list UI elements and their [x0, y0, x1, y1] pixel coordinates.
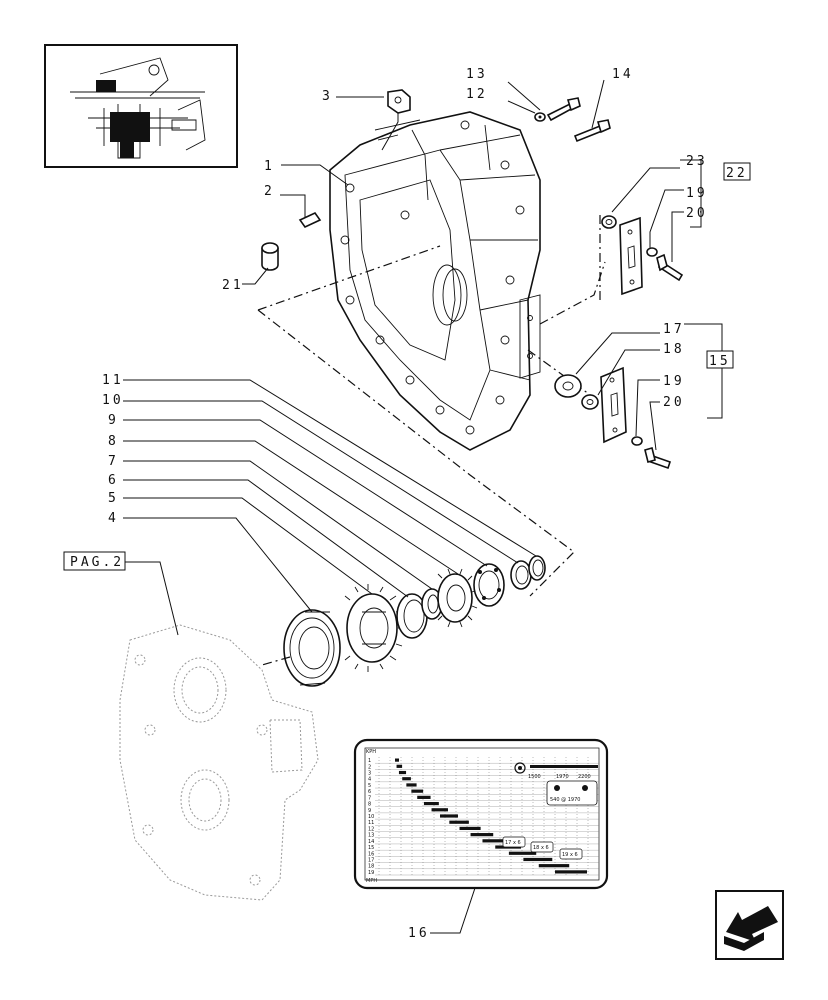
callout-1: 1 [264, 159, 275, 174]
decal-speed-bar [440, 814, 458, 818]
page-reference-label: PAG.2 [70, 555, 124, 570]
decal-row-number: 11 [368, 820, 374, 826]
decal-footer-label: MPH [366, 878, 377, 884]
decal-row-number: 4 [368, 777, 371, 783]
callout-5: 5 [108, 491, 119, 506]
callout-15: 15 [709, 354, 731, 369]
decal-row-number: 6 [368, 789, 371, 795]
callout-19a: 19 [686, 186, 708, 201]
callout-20b: 20 [663, 395, 685, 410]
decal-row-number: 14 [368, 839, 374, 845]
callout-9: 9 [108, 413, 119, 428]
part-21-bushing [261, 242, 279, 271]
part-3-bracket [381, 89, 411, 151]
decal-tire-1: 17 x 6 [505, 840, 521, 846]
upper-plate-group [601, 215, 684, 296]
callout-20a: 20 [686, 206, 708, 221]
decal-speed-bar [523, 857, 553, 862]
callout-10: 10 [102, 393, 124, 408]
decal-header-label: KPH [366, 749, 376, 755]
part-8-gear [437, 568, 478, 628]
callout-12: 12 [466, 87, 488, 102]
callout-22: 22 [726, 166, 748, 181]
decal-speed-bar [555, 870, 587, 874]
decal-speed-bar [406, 783, 417, 787]
transmission-overview-icon[interactable] [44, 44, 238, 168]
callout-13: 13 [466, 67, 488, 82]
callout-17: 17 [663, 322, 685, 337]
part-11-snap-ring [528, 555, 546, 581]
decal-row-number: 19 [368, 870, 374, 876]
decal-row-number: 10 [368, 814, 374, 820]
decal-speed-3: 2200 [578, 774, 591, 780]
callout-23: 23 [686, 154, 708, 169]
next-page-arrow-icon[interactable] [715, 890, 784, 960]
decal-speed-bar [395, 758, 399, 762]
decal-speed-bar [396, 764, 403, 768]
callout-21: 21 [222, 278, 244, 293]
decal-row-number: 2 [368, 764, 371, 770]
callout-18: 18 [663, 342, 685, 357]
leader-lines [123, 79, 723, 934]
decal-speed-2: 1970 [556, 774, 569, 780]
decal-speed-bar [482, 839, 507, 843]
assembly-line [257, 245, 606, 597]
decal-row-number: 3 [368, 771, 371, 777]
decal-speed-bar [417, 795, 431, 799]
part-4-seal [283, 609, 341, 687]
decal-row-number: 17 [368, 857, 374, 863]
callout-8: 8 [108, 434, 119, 449]
lower-plate-group [554, 366, 672, 470]
callout-16: 16 [408, 926, 430, 941]
part-10-ring [510, 560, 532, 590]
decal-row-number: 7 [368, 795, 371, 801]
decal-row-number: 13 [368, 833, 374, 839]
callout-box-22 [723, 162, 751, 181]
decal-speed-bar [411, 789, 424, 793]
callout-labels: 13 12 14 3 1 2 21 23 22 19 20 17 18 15 1… [102, 67, 748, 941]
callout-11: 11 [102, 373, 124, 388]
part-12-washer [534, 112, 546, 122]
decal-speed-bar [538, 864, 570, 868]
decal-speed-bar [508, 851, 537, 855]
callout-box-15 [706, 350, 734, 369]
decal-row-number: 8 [368, 802, 371, 808]
decal-pto-label: 540 @ 1970 [550, 797, 580, 803]
decal-speed-bar [431, 808, 448, 812]
decal-speed-1: 1500 [528, 774, 541, 780]
decal-row-number: 16 [368, 851, 374, 857]
decal-speed-bar [423, 801, 439, 806]
decal-row-number: 9 [368, 808, 371, 814]
decal-tire-2: 18 x 6 [533, 845, 549, 851]
decal-tire-3: 19 x 6 [562, 852, 578, 858]
decal-row-number: 5 [368, 783, 371, 789]
callout-19b: 19 [663, 374, 685, 389]
page-reference-box[interactable]: PAG.2 [63, 551, 179, 636]
part-5-gear [344, 584, 404, 672]
part-14-bolt [573, 119, 611, 143]
decal-speed-bar [402, 777, 411, 781]
callout-2: 2 [264, 184, 275, 199]
callout-4: 4 [108, 511, 119, 526]
decal-row-number: 12 [368, 826, 374, 832]
callout-14: 14 [612, 67, 634, 82]
decal-row-number: 18 [368, 864, 374, 870]
decal-speed-bar [459, 826, 481, 831]
part-13-bolt [546, 97, 581, 122]
decal-row-number: 1 [368, 758, 371, 764]
decal-row-number: 15 [368, 845, 374, 851]
callout-7: 7 [108, 454, 119, 469]
transmission-housing [329, 111, 541, 451]
part-2-pin [298, 211, 322, 229]
callout-3: 3 [322, 89, 333, 104]
callout-6: 6 [108, 473, 119, 488]
reference-housing-ghost [119, 624, 319, 901]
decal-speed-bar [398, 770, 407, 775]
decal-speed-bar [449, 820, 469, 824]
part-9-bearing [473, 563, 505, 607]
decal-speed-bar [470, 833, 494, 837]
